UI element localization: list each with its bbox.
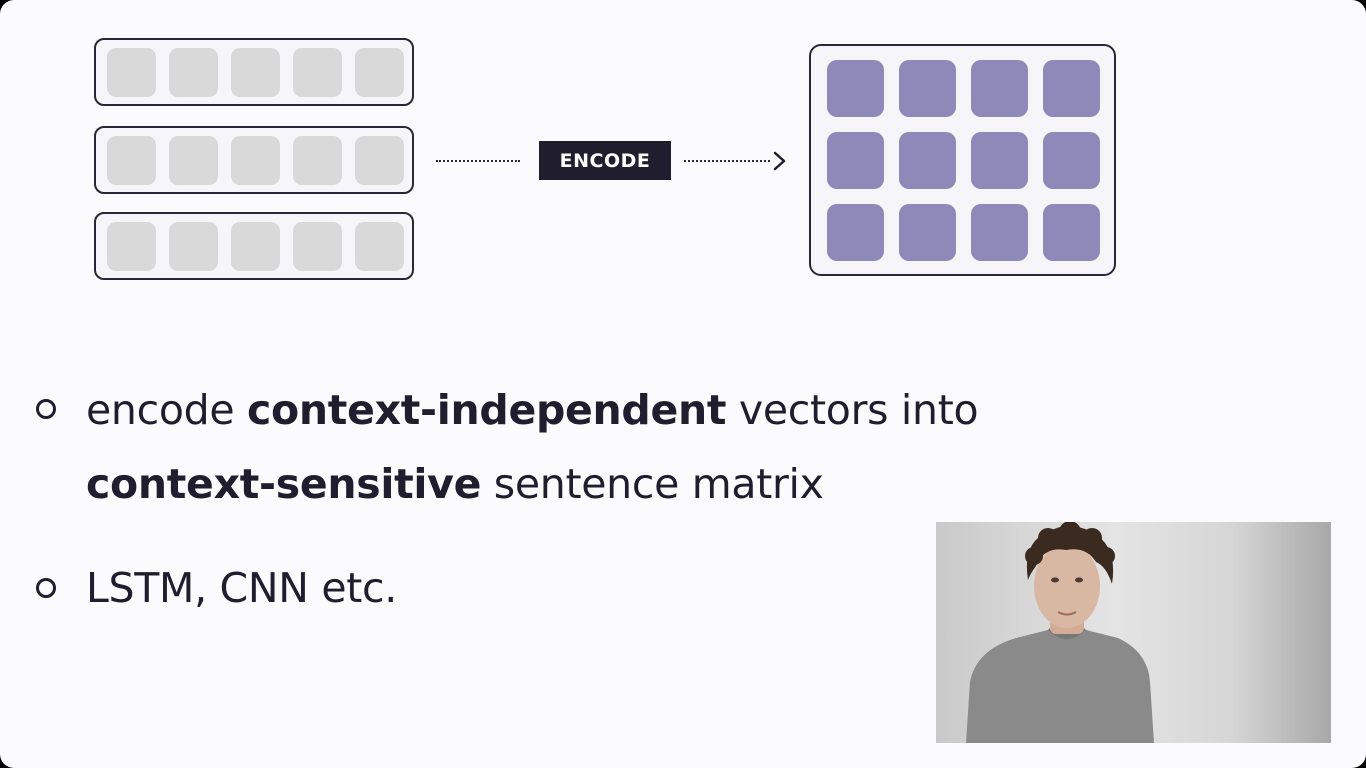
bullet-text: sentence matrix (481, 460, 824, 508)
matrix-cell (827, 60, 884, 117)
input-vector-1 (94, 38, 414, 106)
bullet-bold-text: context-independent (247, 386, 727, 434)
vector-cell (293, 135, 342, 185)
vector-cell (293, 47, 342, 97)
matrix-cell (971, 204, 1028, 261)
presenter-webcam (936, 522, 1331, 743)
matrix-cell (971, 132, 1028, 189)
vector-cell (231, 47, 280, 97)
matrix-cell (1043, 60, 1100, 117)
bullet-text: vectors into (726, 386, 979, 434)
vector-cell (231, 135, 280, 185)
vector-cell (355, 135, 404, 185)
vector-cell (169, 135, 218, 185)
presenter-video-icon (966, 522, 1154, 743)
bullet-text: encode (86, 386, 248, 434)
bullet-bold-text: context-sensitive (86, 460, 482, 508)
bullet-2: LSTM, CNN etc. (86, 564, 398, 612)
vector-cell (231, 221, 280, 271)
vector-cell (169, 221, 218, 271)
matrix-cell (827, 204, 884, 261)
matrix-cell (899, 60, 956, 117)
dotted-connector-right (684, 160, 770, 162)
vector-cell (107, 47, 156, 97)
bullet-circle-icon (36, 399, 56, 419)
arrow-head-icon (773, 151, 786, 171)
input-vector-2 (94, 126, 414, 194)
sentence-matrix (809, 44, 1116, 276)
matrix-cell (899, 132, 956, 189)
matrix-cell (1043, 132, 1100, 189)
matrix-cell (1043, 204, 1100, 261)
vector-cell (293, 221, 342, 271)
vector-cell (355, 47, 404, 97)
vector-cell (355, 221, 404, 271)
vector-cell (169, 47, 218, 97)
vector-cell (107, 135, 156, 185)
encode-label: ENCODE (539, 141, 671, 180)
bullet-1-line-1: encode context-independent vectors into (86, 373, 979, 447)
vector-cell (107, 221, 156, 271)
bullet-1-line-2: context-sensitive sentence matrix (86, 447, 824, 521)
bullet-circle-icon (36, 578, 56, 598)
input-vector-3 (94, 212, 414, 280)
matrix-cell (827, 132, 884, 189)
dotted-connector-left (436, 160, 520, 162)
matrix-cell (899, 204, 956, 261)
matrix-cell (971, 60, 1028, 117)
